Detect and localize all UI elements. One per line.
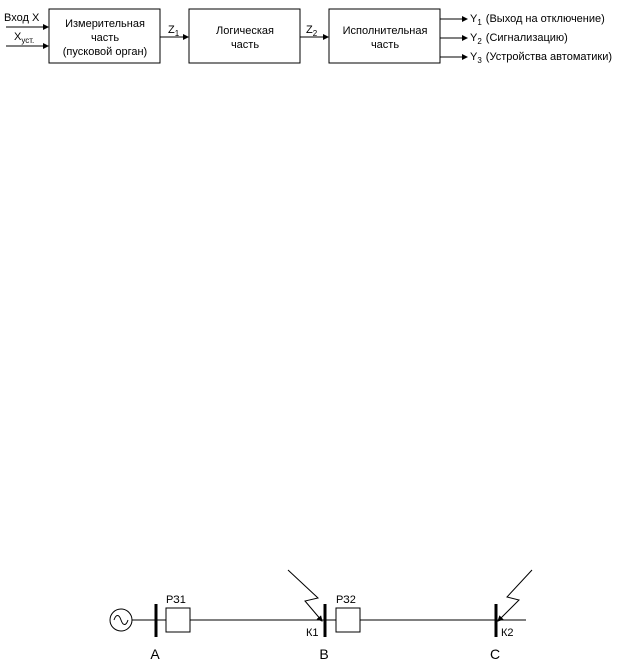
exec-line2: часть	[371, 39, 399, 51]
bus-b-label: B	[319, 646, 328, 662]
measuring-line2: часть	[91, 32, 119, 44]
measuring-line1: Измерительная	[65, 18, 145, 30]
output-y3-label: Y3(Устройства автоматики)	[470, 51, 612, 65]
input-x-label: Вход X	[4, 12, 40, 24]
fault-k1-label: К1	[306, 627, 319, 639]
relay-rz1	[165, 607, 191, 633]
logic-line1: Логическая	[216, 25, 274, 37]
relay-rz2-label: РЗ2	[336, 594, 356, 606]
relay-rz2	[335, 607, 361, 633]
input-xust-label: Xуст.	[14, 31, 34, 45]
sine-wave-icon	[113, 615, 129, 625]
logic-line2: часть	[231, 39, 259, 51]
z2-label: Z2	[306, 24, 318, 38]
fault-k1-lightning-icon	[287, 569, 323, 622]
bus-c-label: C	[490, 646, 500, 662]
exec-line1: Исполнительная	[343, 25, 428, 37]
bus-a-label: A	[150, 646, 160, 662]
logic-block	[188, 8, 301, 64]
output-y1-label: Y1(Выход на отключение)	[470, 13, 605, 27]
line-diagram: РЗ1 К1 РЗ2 К2 A B C	[109, 569, 533, 662]
output-y2-label: Y2(Сигнализацию)	[470, 32, 568, 46]
executive-block	[328, 8, 441, 64]
measuring-block	[48, 8, 161, 64]
fault-k2-lightning-icon	[497, 569, 533, 622]
fault-k2-label: К2	[501, 627, 514, 639]
z1-label: Z1	[168, 24, 180, 38]
relay-rz1-label: РЗ1	[166, 594, 186, 606]
measuring-line3: (пусковой орган)	[63, 46, 147, 58]
block-diagram: Вход X Xуст. Измерительная часть (пусков…	[4, 8, 612, 65]
